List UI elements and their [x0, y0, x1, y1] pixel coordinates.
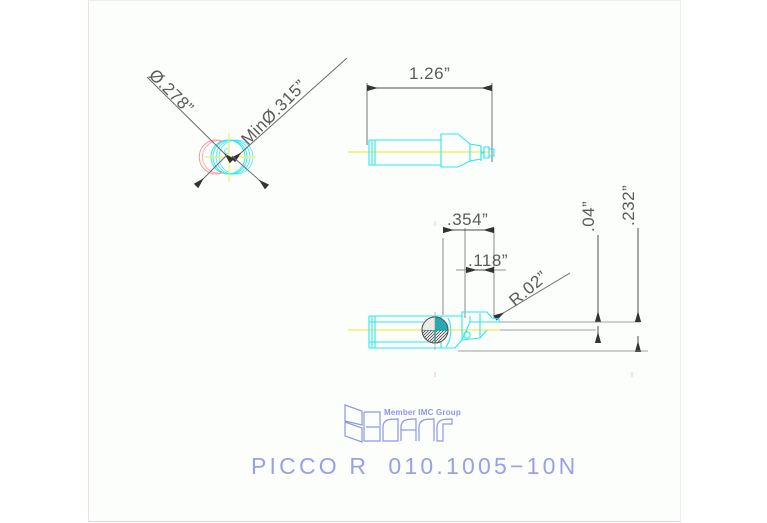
bore-detail-view: Ø.278” MinØ.315” — [145, 57, 348, 190]
part-number-title: PICCO R 010.1005−10N — [251, 453, 578, 479]
leader-rad-02 — [493, 272, 571, 321]
dim-len-118: .118” — [468, 251, 508, 270]
side-view-extension-lines — [442, 228, 495, 318]
dimline-ht-04 — [496, 235, 640, 343]
dim-min-dia-315: MinØ.315” — [237, 76, 310, 149]
dim-ht-04: .04” — [579, 201, 598, 232]
dimline-ht-232 — [458, 228, 648, 352]
dim-ht-232: .232” — [619, 185, 638, 226]
iscar-logo — [344, 404, 453, 443]
side-view-cutting-head — [440, 311, 500, 349]
top-view: 1.26” — [348, 64, 495, 168]
leader-min-dia-315 — [230, 57, 348, 190]
titleblock: Member IMC Group PICCO R 010.1005−10N — [251, 404, 578, 479]
dim-len-126: 1.26” — [409, 64, 450, 83]
logo-tagline: Member IMC Group — [384, 408, 461, 417]
top-view-part-profile — [368, 133, 495, 168]
section-marker — [421, 312, 449, 350]
dim-len-354: .354” — [447, 210, 488, 229]
top-view-extension-lines — [366, 83, 493, 162]
side-view-tick-marks — [434, 221, 633, 377]
leader-dia-278 — [146, 76, 235, 189]
dim-dia-278: Ø.278” — [145, 65, 197, 117]
side-view: .354” .118” R.02” .04” — [348, 185, 648, 377]
